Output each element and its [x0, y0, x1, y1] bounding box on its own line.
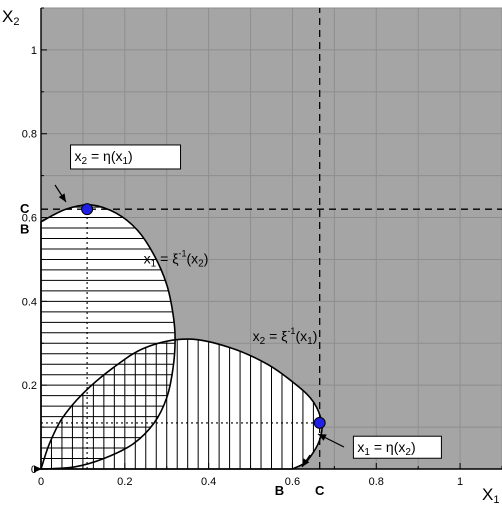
ann-mid: (x — [186, 251, 198, 267]
ann-eq: = η(x — [370, 439, 405, 455]
ann-sub1: 2 — [260, 336, 266, 347]
y-axis-title-sub: 2 — [13, 16, 19, 28]
ann-eq: = ξ — [156, 251, 178, 267]
x-axis-title: X1 — [482, 485, 499, 505]
reference-lines — [41, 8, 502, 469]
y-tick-label: 0 — [31, 464, 37, 476]
x-mark-B: B — [275, 483, 284, 498]
x-tick-label: 1 — [457, 476, 463, 488]
ann-sub2: 2 — [198, 259, 204, 270]
y-mark-C: C — [20, 201, 30, 216]
ann-base: x — [75, 148, 82, 164]
ann-sub2: 1 — [122, 156, 128, 167]
annotation-eta1: x2 = η(x1) — [75, 148, 133, 167]
plot-frame — [40, 8, 502, 470]
ann-sub1: 1 — [151, 259, 157, 270]
ann-close: ) — [128, 148, 133, 164]
origin-arrow-head — [34, 465, 42, 473]
region-2-fill — [41, 339, 323, 469]
ann-sub1: 2 — [82, 156, 88, 167]
point — [81, 203, 94, 216]
ann-base: x — [144, 251, 151, 267]
regions — [39, 204, 323, 470]
x-axis-title-sub: 1 — [493, 494, 499, 505]
region-1-hatch — [41, 206, 176, 470]
ann-sub1: 1 — [364, 447, 370, 458]
ticks: 0 0.2 0.4 0.6 0.8 1 0 0.2 0.4 0.6 0.8 1 — [22, 7, 502, 488]
annotation-arrow-eta1-head — [58, 193, 66, 202]
annotation-eta2: x1 = η(x2) — [357, 439, 415, 458]
annotation-arrow-xi1-tip-head — [302, 458, 310, 467]
x-tick-label: 0 — [38, 476, 44, 488]
ann-sup: -1 — [287, 326, 295, 336]
ann-eq: = η(x — [87, 148, 122, 164]
y-tick-label: 0.6 — [22, 213, 37, 225]
ann-sub2: 2 — [405, 447, 411, 458]
y-axis-title: X2 — [2, 7, 19, 28]
x-tick-label: 0.6 — [285, 476, 300, 488]
region-2-boundary — [39, 338, 323, 470]
y-tick-label: 0.8 — [22, 129, 37, 141]
ann-base: x — [357, 439, 364, 455]
x-tick-label: 0.2 — [117, 476, 132, 488]
annotation-xi1: x2 = ξ-1(x1) — [253, 326, 318, 347]
point — [313, 416, 326, 429]
y-tick-label: 1 — [31, 45, 37, 57]
ann-close: ) — [411, 439, 416, 455]
points — [81, 203, 326, 429]
y-axis-title-main: X — [2, 7, 13, 26]
ann-close: ) — [204, 251, 209, 267]
ann-sup: -1 — [178, 249, 186, 259]
y-tick-label: 0.2 — [22, 380, 37, 392]
ann-eq: = ξ — [265, 328, 287, 344]
ann-base: x — [253, 328, 260, 344]
annotation-xi2: x1 = ξ-1(x2) — [144, 249, 209, 270]
x-tick-label: 0.8 — [369, 476, 384, 488]
x-tick-label: 0.4 — [201, 476, 216, 488]
annotation-box-eta1 — [70, 144, 182, 170]
annotation-arrow-eta2-head — [318, 434, 327, 441]
y-mark-B: B — [20, 222, 29, 237]
x-mark-C: C — [315, 483, 325, 498]
ann-sub2: 1 — [307, 336, 313, 347]
annotation-box-eta2 — [352, 435, 442, 459]
y-tick-label: 0.4 — [22, 296, 37, 308]
ann-close: ) — [313, 328, 318, 344]
ann-mid: (x — [295, 328, 307, 344]
x-axis-title-main: X — [482, 485, 493, 504]
region-1-boundary — [40, 204, 176, 470]
